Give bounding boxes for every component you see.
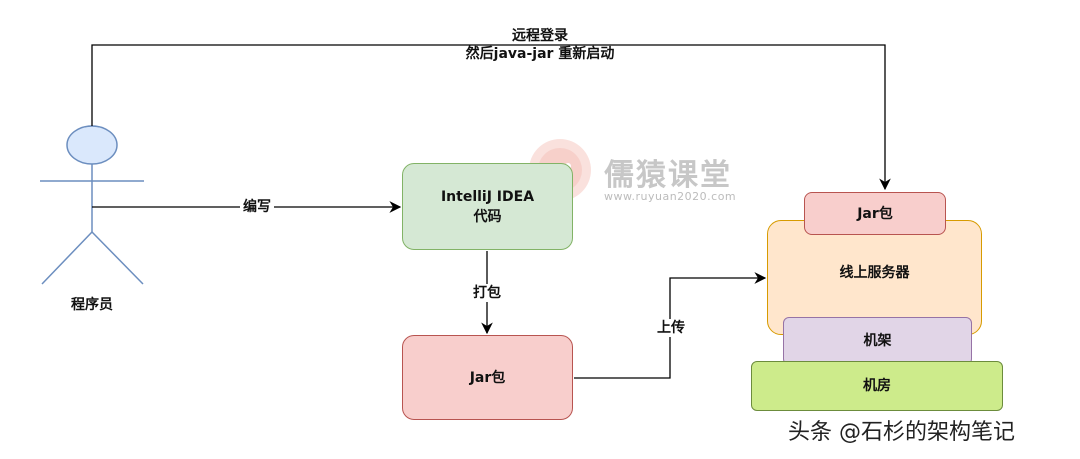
jar-package-node: Jar包 xyxy=(402,335,573,420)
remote-login-label-line1: 远程登录 xyxy=(512,28,568,44)
rack-node: 机架 xyxy=(783,317,972,365)
developer-person-icon xyxy=(40,125,144,285)
write-label: 编写 xyxy=(240,198,274,216)
ide-code-line2: 代码 xyxy=(473,208,502,225)
remote-login-edge xyxy=(91,44,891,191)
ide-code-node: IntelliJ IDEA 代码 xyxy=(402,163,573,250)
watermark-title: 儒猿课堂 xyxy=(604,158,732,193)
package-label: 打包 xyxy=(470,284,504,302)
machine-room-node: 机房 xyxy=(751,361,1003,411)
watermark-url: www.ruyuan2020.com xyxy=(604,190,737,203)
server-jar-node: Jar包 xyxy=(804,192,946,235)
ide-code-line1: IntelliJ IDEA xyxy=(440,188,535,205)
remote-login-label: 远程登录 然后java-jar 重新启动 xyxy=(420,27,660,63)
developer-label: 程序员 xyxy=(71,297,113,313)
remote-login-label-line2: 然后java-jar 重新启动 xyxy=(465,46,615,62)
upload-label: 上传 xyxy=(654,319,688,337)
footer-watermark: 头条 @石杉的架构笔记 xyxy=(788,420,1015,445)
